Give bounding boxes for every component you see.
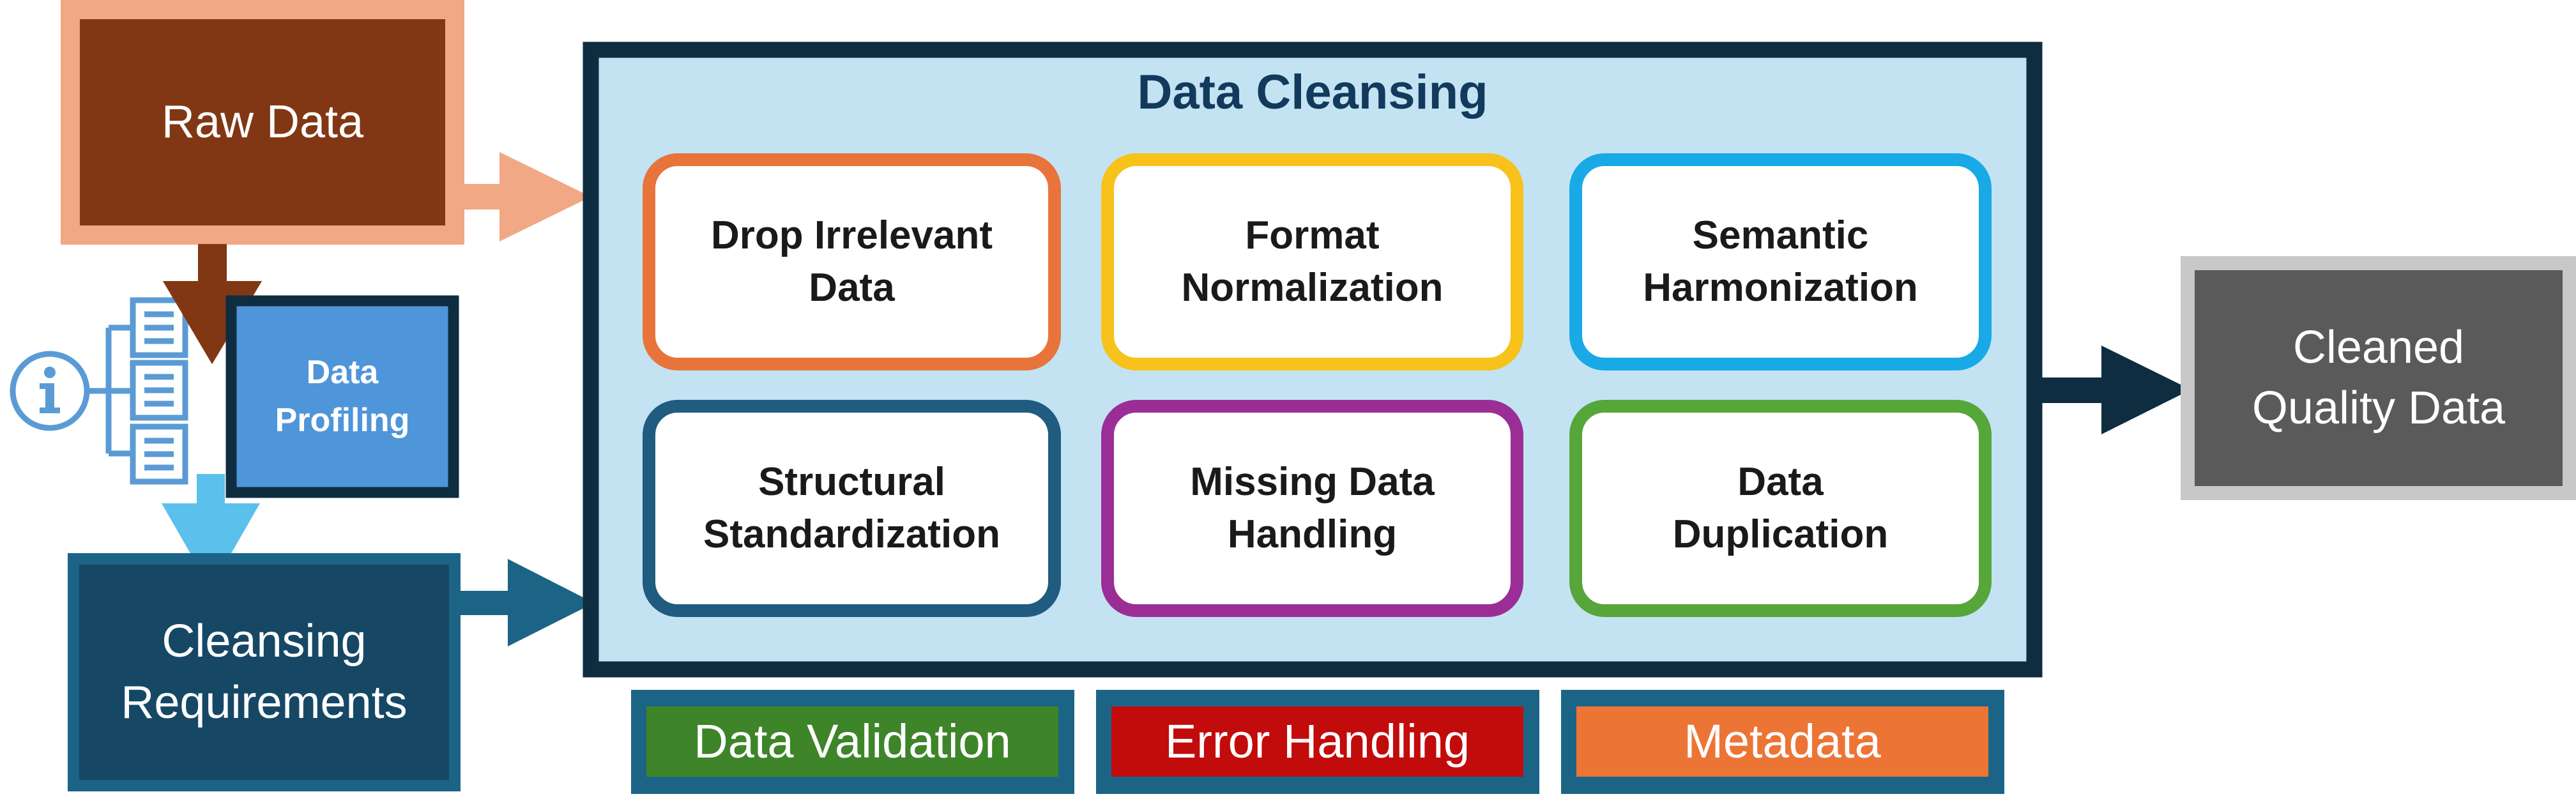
data-cleansing-title: Data Cleansing: [1137, 65, 1488, 119]
step-box-format-normalization: [1101, 153, 1523, 370]
cleaned-quality-data-box: [2181, 256, 2576, 500]
data-profiling-label: Data Profiling: [275, 353, 410, 439]
step-box-data-duplication: [1569, 400, 1992, 617]
raw-to-cleansing-arrow: [455, 152, 591, 241]
bottom-bar-error-handling-fill: [1111, 706, 1523, 777]
step-box-structural-standardization: [643, 400, 1061, 617]
step-label-missing-data: Missing Data Handling: [1190, 460, 1435, 556]
step-label-format-normalization: Format Normalization: [1181, 213, 1444, 310]
step-label-semantic-harmonization: Semantic Harmonization: [1643, 213, 1918, 310]
error-handling-label: Error Handling: [1164, 715, 1470, 768]
cleansing-to-cleaned-arrow: [2042, 346, 2191, 434]
step-label-structural-standardization: Structural Standardization: [703, 460, 1001, 556]
step-box-drop-irrelevant: [643, 153, 1061, 370]
info-icon: [10, 351, 90, 431]
profiling-to-requirements-arrow: [162, 474, 260, 589]
data-profiling-box: [225, 295, 459, 498]
metadata-label: Metadata: [1684, 715, 1881, 768]
cleansing-requirements-box: [68, 553, 461, 791]
cleansing-requirements-label: Cleansing Requirements: [121, 616, 408, 728]
step-box-semantic-harmonization: [1569, 153, 1992, 370]
bottom-bar-data-validation-fill: [646, 706, 1058, 777]
step-box-missing-data: [1101, 400, 1523, 617]
raw-data-box: [61, 0, 464, 245]
data-validation-label: Data Validation: [694, 715, 1011, 768]
cleaned-quality-data-label: Cleaned Quality Data: [2252, 321, 2506, 434]
step-label-data-duplication: Data Duplication: [1672, 460, 1889, 556]
bottom-bar-metadata-fill: [1576, 706, 1988, 777]
requirements-to-cleansing-arrow: [455, 559, 594, 646]
raw-data-label: Raw Data: [161, 96, 364, 148]
step-label-drop-irrelevant: Drop Irrelevant Data: [710, 213, 993, 310]
